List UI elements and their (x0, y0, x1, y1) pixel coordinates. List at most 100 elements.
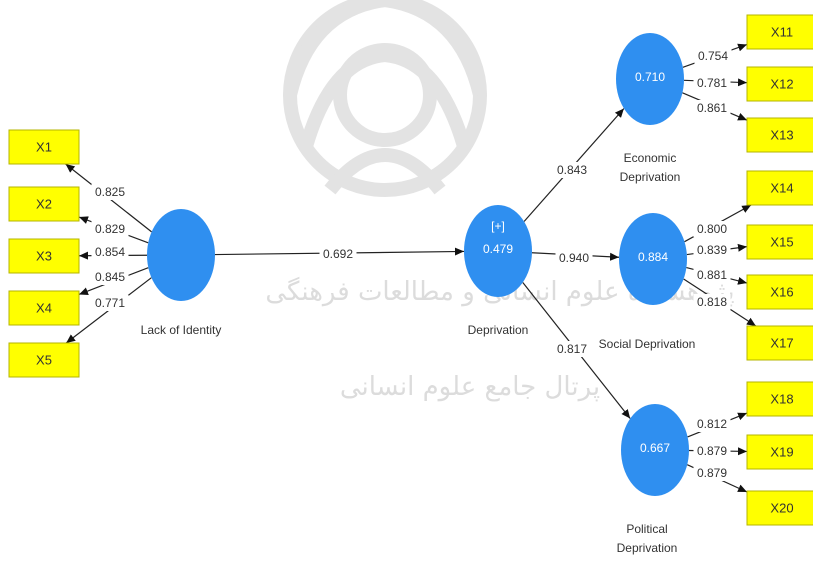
indicator-box-x13 (746, 117, 813, 153)
loading-label-x1-bg (91, 184, 129, 200)
latent-eco[interactable]: 0.710 (616, 33, 684, 125)
path-label-dep-eco-bg (553, 162, 591, 178)
loading-label-x19-text: 0.879 (697, 444, 727, 458)
indicator-x19[interactable]: X19 (746, 434, 813, 470)
indicator-label-x13: X13 (770, 128, 793, 143)
indicator-x11[interactable]: X11 (746, 14, 813, 50)
path-label-dep-soc-bg (555, 250, 593, 266)
indicator-x20[interactable]: X20 (746, 490, 813, 526)
loading-label-x2-text: 0.829 (95, 222, 125, 236)
indicator-x1[interactable]: X1 (8, 129, 80, 165)
latent-circle-eco (616, 33, 684, 125)
path-label-dep-pol-text: 0.817 (557, 342, 587, 356)
path-label-dep-soc: 0.940 (555, 250, 593, 266)
indicator-label-x1: X1 (36, 140, 52, 155)
path-label-lack-dep-text: 0.692 (323, 247, 353, 261)
latent-name-pol-1: Deprivation (617, 541, 678, 555)
indicator-x2[interactable]: X2 (8, 186, 80, 222)
loading-label-x15: 0.839 (693, 242, 731, 258)
indicator-box-x11 (746, 14, 813, 50)
indicator-box-x14 (746, 170, 813, 206)
indicator-label-x14: X14 (770, 181, 793, 196)
loading-label-x11: 0.754 (694, 48, 732, 64)
indicator-label-x18: X18 (770, 392, 793, 407)
latent-dep[interactable]: [+] 0.479 (464, 205, 532, 297)
latent-name-pol-0: Political (626, 522, 667, 536)
loading-label-x16-bg (693, 267, 731, 283)
latent-circle-soc (619, 213, 687, 305)
loading-label-x4: 0.845 (91, 269, 129, 285)
loading-label-x11-text: 0.754 (698, 49, 728, 63)
indicator-label-x17: X17 (770, 336, 793, 351)
loading-label-x14: 0.800 (693, 221, 731, 237)
watermark-rosette (283, 0, 487, 197)
loading-label-x14-bg (693, 221, 731, 237)
loading-label-x1: 0.825 (91, 184, 129, 200)
path-label-dep-pol-bg (553, 341, 591, 357)
loading-label-x13: 0.861 (693, 100, 731, 116)
loading-label-x5: 0.771 (91, 295, 129, 311)
loading-label-x4-text: 0.845 (95, 270, 125, 284)
loading-label-x19: 0.879 (693, 443, 731, 459)
loading-label-x5-bg (91, 295, 129, 311)
indicator-x18[interactable]: X18 (746, 381, 813, 417)
loading-label-x12-bg (693, 75, 731, 91)
indicator-x15[interactable]: X15 (746, 224, 813, 260)
indicator-box-x1 (8, 129, 80, 165)
path-label-dep-pol: 0.817 (553, 341, 591, 357)
latent-r2-soc: 0.884 (638, 250, 668, 264)
loading-label-x12-text: 0.781 (697, 76, 727, 90)
indicator-x12[interactable]: X12 (746, 66, 813, 102)
latent-name-lack-0: Lack of Identity (141, 323, 222, 337)
indicator-box-x4 (8, 290, 80, 326)
indicator-x14[interactable]: X14 (746, 170, 813, 206)
loading-label-x5-text: 0.771 (95, 296, 125, 310)
indicator-box-x12 (746, 66, 813, 102)
loading-label-x11-bg (694, 48, 732, 64)
latent-name-eco-0: Economic (624, 151, 677, 165)
path-label-lack-dep-bg (319, 246, 357, 262)
path-label-lack-dep: 0.692 (319, 246, 357, 262)
path-label-dep-eco: 0.843 (553, 162, 591, 178)
indicator-label-x4: X4 (36, 301, 52, 316)
indicator-label-x3: X3 (36, 249, 52, 264)
indicator-label-x11: X11 (771, 25, 793, 40)
loading-label-x13-text: 0.861 (697, 101, 727, 115)
loading-label-x3-bg (91, 244, 129, 260)
loading-label-x18-bg (693, 416, 731, 432)
indicator-x16[interactable]: X16 (746, 274, 813, 310)
loading-label-x13-bg (693, 100, 731, 116)
indicator-x3[interactable]: X3 (8, 238, 80, 274)
indicator-x17[interactable]: X17 (746, 325, 813, 361)
latent-pol[interactable]: 0.667 (621, 404, 689, 496)
indicator-box-x2 (8, 186, 80, 222)
loading-label-x17: 0.818 (693, 294, 731, 310)
path-label-dep-eco-text: 0.843 (557, 163, 587, 177)
loading-label-x15-text: 0.839 (697, 243, 727, 257)
loading-label-x3: 0.854 (91, 244, 129, 260)
loading-label-x17-bg (693, 294, 731, 310)
indicator-label-x16: X16 (770, 285, 793, 300)
indicator-x5[interactable]: X5 (8, 342, 80, 378)
indicator-x13[interactable]: X13 (746, 117, 813, 153)
indicator-box-x15 (746, 224, 813, 260)
latent-lack[interactable] (147, 209, 215, 301)
latent-r2-eco: 0.710 (635, 70, 665, 84)
latent-name-soc-0: Social Deprivation (599, 337, 696, 351)
latent-r2-pol: 0.667 (640, 441, 670, 455)
indicator-box-x5 (8, 342, 80, 378)
indicator-label-x5: X5 (36, 353, 52, 368)
latent-marker-dep[interactable]: [+] (491, 219, 505, 233)
indicator-x4[interactable]: X4 (8, 290, 80, 326)
loading-label-x18: 0.812 (693, 416, 731, 432)
latent-soc[interactable]: 0.884 (619, 213, 687, 305)
loading-label-x19-bg (693, 443, 731, 459)
indicator-box-x18 (746, 381, 813, 417)
latent-circle-lack (147, 209, 215, 301)
watermark-line-2: پرتال جامع علوم انسانی (340, 372, 600, 402)
indicator-label-x12: X12 (770, 77, 793, 92)
latent-r2-dep: 0.479 (483, 242, 513, 256)
labels-layer: 0.825 0.829 0.854 0.845 0.771 0.754 0.781 0.861… (91, 48, 732, 555)
loading-label-x2: 0.829 (91, 221, 129, 237)
